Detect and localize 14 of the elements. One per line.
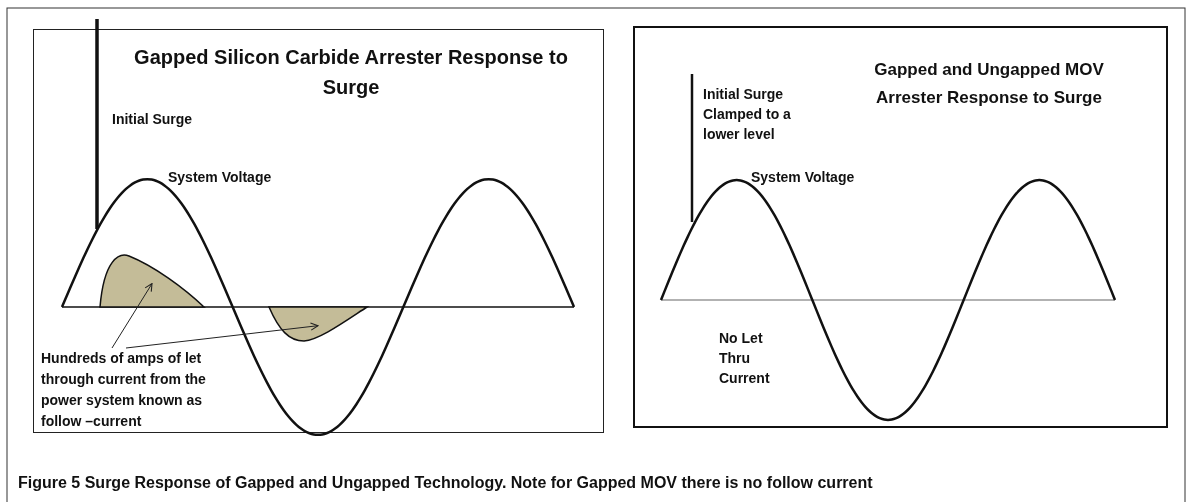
wave-label: System Voltage: [168, 168, 273, 186]
wave-label: System Voltage: [751, 168, 856, 186]
leader-arrow: [125, 322, 319, 349]
chart-title: Gapped Silicon Carbide Arrester Response to Surge: [133, 45, 569, 100]
follow-current-area: [99, 254, 205, 308]
wave-label: No Let Thru Current: [719, 329, 771, 388]
chart-panel: [633, 26, 1168, 428]
wave-label: Initial Surge: [112, 110, 194, 128]
wave-label: Initial Surge Clamped to a lower level: [703, 85, 792, 144]
leader-arrow: [111, 283, 153, 349]
annotation-text: Hundreds of amps of let through current from the power system known as follow –current: [41, 348, 241, 432]
figure-caption: Figure 5 Surge Response of Gapped and Ungapped Technology. Note for Gapped MOV there is no follow current: [18, 474, 873, 492]
follow-current-area: [268, 306, 368, 342]
chart-title: Gapped and Ungapped MOV Arrester Response to Surge: [873, 59, 1105, 109]
